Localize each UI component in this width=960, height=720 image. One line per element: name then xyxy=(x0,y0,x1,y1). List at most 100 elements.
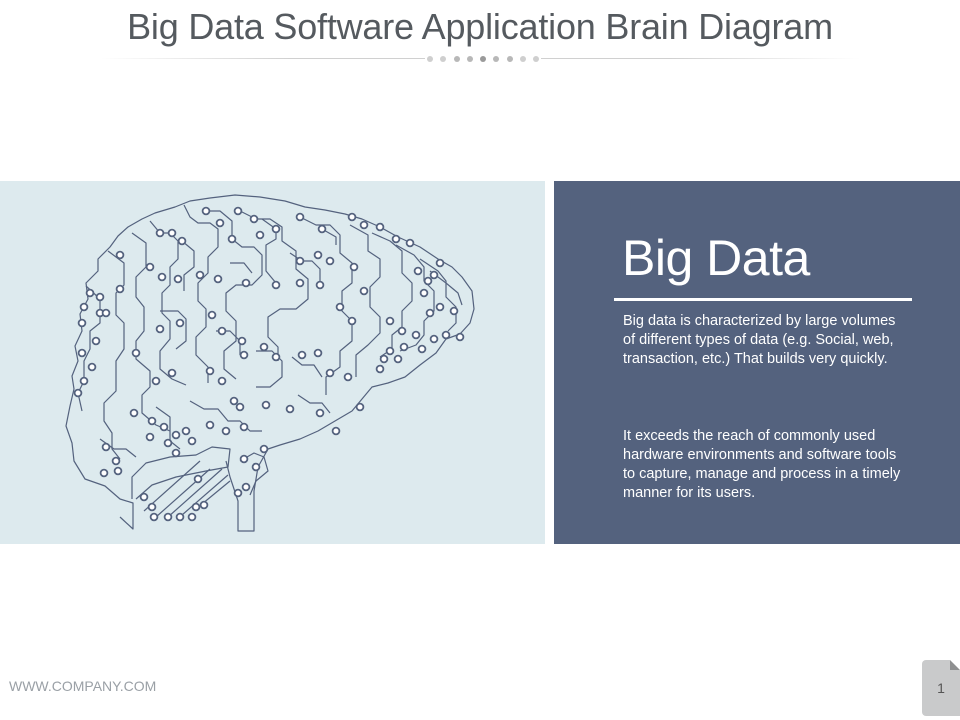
circuit-node-102 xyxy=(375,364,385,374)
circuit-node-60 xyxy=(131,348,141,358)
circuit-node-55 xyxy=(271,352,281,362)
circuit-node-11 xyxy=(423,276,433,286)
circuit-node-65 xyxy=(229,396,239,406)
slide-title: Big Data Software Application Brain Diag… xyxy=(127,6,833,47)
circuit-node-74 xyxy=(159,422,169,432)
circuit-node-20 xyxy=(313,250,323,260)
circuit-node-80 xyxy=(163,438,173,448)
brain-panel xyxy=(0,181,545,544)
circuit-node-29 xyxy=(213,274,223,284)
circuit-node-45 xyxy=(73,388,83,398)
circuit-node-91 xyxy=(241,482,251,492)
circuit-node-95 xyxy=(199,500,209,510)
circuit-node-13 xyxy=(167,228,177,238)
circuit-node-3 xyxy=(295,212,305,222)
circuit-node-90 xyxy=(239,454,249,464)
circuit-node-47 xyxy=(115,284,125,294)
circuit-node-85 xyxy=(99,468,109,478)
circuit-node-75 xyxy=(171,430,181,440)
circuit-node-101 xyxy=(149,512,159,522)
description-paragraph-2: It exceeds the reach of commonly used ha… xyxy=(623,428,901,501)
circuit-node-119 xyxy=(397,326,407,336)
page-number-tab: 1 xyxy=(922,660,960,716)
circuit-node-100 xyxy=(187,512,197,522)
circuit-node-76 xyxy=(181,426,191,436)
brain-circuit-icon xyxy=(65,194,475,532)
circuit-node-51 xyxy=(217,326,227,336)
circuit-node-88 xyxy=(259,444,269,454)
circuit-node-63 xyxy=(205,366,215,376)
circuit-node-44 xyxy=(79,376,89,386)
circuit-node-41 xyxy=(91,336,101,346)
circuit-node-38 xyxy=(79,302,89,312)
circuit-node-53 xyxy=(239,350,249,360)
circuit-node-107 xyxy=(411,330,421,340)
circuit-node-73 xyxy=(147,416,157,426)
circuit-node-42 xyxy=(77,348,87,358)
circuit-node-25 xyxy=(145,262,155,272)
circuit-node-118 xyxy=(385,316,395,326)
circuit-node-46 xyxy=(101,308,111,318)
circuit-node-105 xyxy=(393,354,403,364)
circuit-node-106 xyxy=(399,342,409,352)
circuit-node-103 xyxy=(379,354,389,364)
circuit-node-49 xyxy=(175,318,185,328)
circuit-node-35 xyxy=(347,316,357,326)
title-dots-ornament xyxy=(425,54,541,64)
circuit-node-9 xyxy=(405,238,415,248)
circuit-node-22 xyxy=(349,262,359,272)
circuit-node-0 xyxy=(201,206,211,216)
circuit-node-67 xyxy=(261,400,271,410)
circuit-node-109 xyxy=(429,334,439,344)
circuit-node-37 xyxy=(95,292,105,302)
circuit-node-40 xyxy=(77,318,87,328)
circuit-node-48 xyxy=(155,324,165,334)
circuit-node-4 xyxy=(317,224,327,234)
circuit-node-81 xyxy=(205,420,215,430)
circuit-node-94 xyxy=(191,502,201,512)
circuit-node-16 xyxy=(227,234,237,244)
circuit-node-23 xyxy=(359,286,369,296)
circuit-node-69 xyxy=(315,408,325,418)
circuit-node-83 xyxy=(239,422,249,432)
circuit-node-113 xyxy=(435,302,445,312)
circuit-node-97 xyxy=(147,502,157,512)
circuit-node-33 xyxy=(315,280,325,290)
circuit-node-116 xyxy=(435,258,445,268)
circuit-node-5 xyxy=(347,212,357,222)
page-number: 1 xyxy=(937,680,945,696)
circuit-node-64 xyxy=(217,376,227,386)
circuit-node-36 xyxy=(85,288,95,298)
circuit-node-19 xyxy=(295,256,305,266)
circuit-node-54 xyxy=(259,342,269,352)
panel-heading: Big Data xyxy=(622,230,810,286)
circuit-node-31 xyxy=(271,280,281,290)
circuit-node-32 xyxy=(295,278,305,288)
circuit-node-1 xyxy=(233,206,243,216)
circuit-node-57 xyxy=(313,348,323,358)
circuit-node-68 xyxy=(285,404,295,414)
circuit-node-96 xyxy=(139,492,149,502)
circuit-node-108 xyxy=(417,344,427,354)
circuit-node-62 xyxy=(167,368,177,378)
circuit-node-17 xyxy=(255,230,265,240)
circuit-node-18 xyxy=(271,224,281,234)
circuit-node-58 xyxy=(325,368,335,378)
circuit-node-114 xyxy=(425,308,435,318)
circuit-node-78 xyxy=(171,448,181,458)
circuit-node-93 xyxy=(193,474,203,484)
circuit-node-87 xyxy=(111,456,121,466)
circuit-node-110 xyxy=(441,330,451,340)
circuit-node-99 xyxy=(175,512,185,522)
circuit-node-2 xyxy=(249,214,259,224)
circuit-node-77 xyxy=(187,436,197,446)
circuit-node-61 xyxy=(151,376,161,386)
circuit-node-84 xyxy=(101,442,111,452)
circuit-node-71 xyxy=(355,402,365,412)
circuit-node-26 xyxy=(157,272,167,282)
circuit-node-82 xyxy=(221,426,231,436)
circuit-node-21 xyxy=(325,256,335,266)
circuit-node-98 xyxy=(163,512,173,522)
circuit-node-30 xyxy=(241,278,251,288)
circuit-node-27 xyxy=(173,274,183,284)
